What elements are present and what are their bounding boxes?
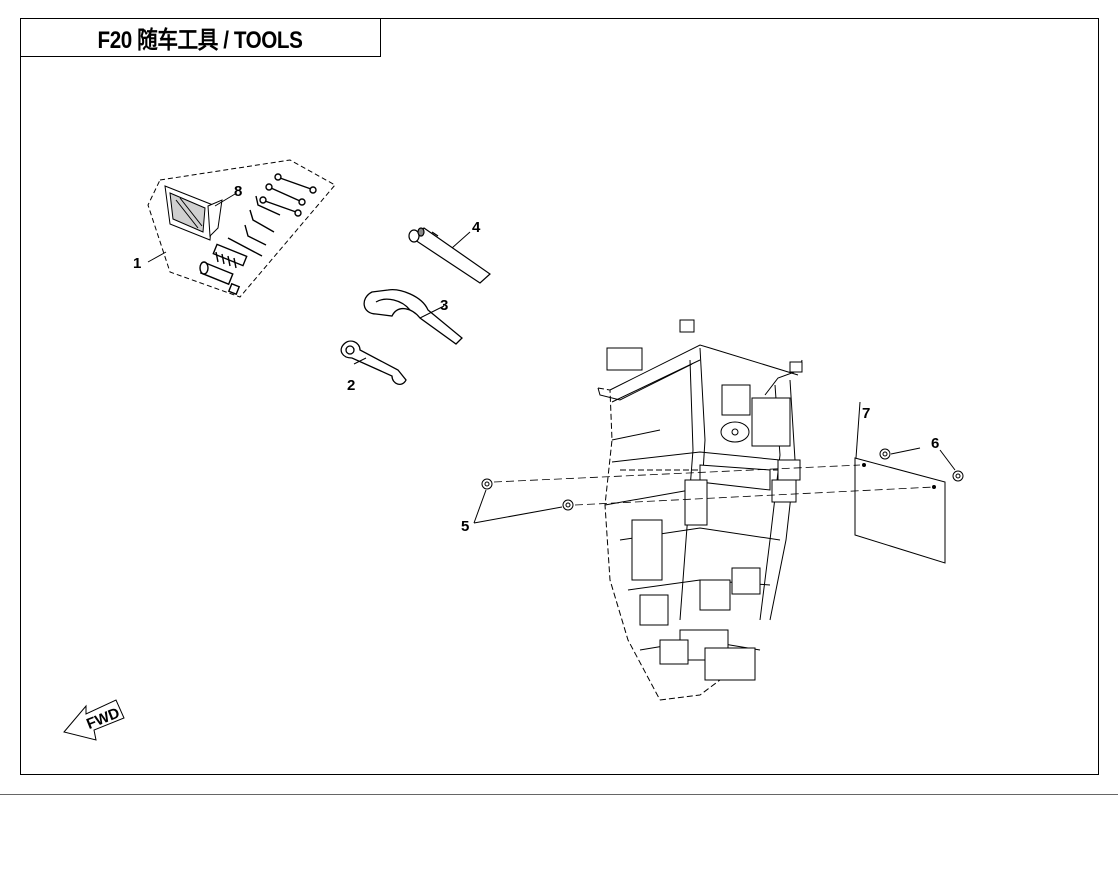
assembly-lines	[493, 464, 935, 506]
screwdriver-bits	[199, 237, 263, 296]
tool-kit-group	[147, 159, 336, 298]
tool-cover-panel	[854, 401, 946, 564]
fwd-label: FWD	[84, 704, 122, 733]
callout-8: 8	[234, 183, 242, 200]
callout-1: 1	[133, 255, 141, 272]
vehicle-frame	[597, 319, 803, 701]
bolts	[879, 447, 964, 482]
open-end-wrench-set	[259, 173, 317, 217]
callout-6: 6	[931, 435, 939, 452]
hex-key-set	[244, 195, 281, 246]
drawing-frame	[20, 18, 1099, 775]
page-title: F20 随车工具 / TOOLS	[97, 26, 303, 54]
forward-arrow-icon: FWD	[63, 699, 125, 741]
callout-labels: 1 2 3 4 5 6 7 8	[133, 183, 939, 535]
nuts	[473, 478, 574, 524]
callout-7: 7	[862, 405, 870, 422]
hook-spanner-wrench	[363, 289, 463, 345]
tool-kit-outline	[147, 159, 336, 298]
page-divider	[0, 794, 1118, 795]
tool-bag	[164, 185, 223, 241]
open-end-wrench	[340, 340, 407, 386]
callout-5: 5	[461, 518, 469, 535]
socket-bar	[408, 227, 491, 284]
callout-2: 2	[347, 377, 355, 394]
title-box: F20 随车工具 / TOOLS	[20, 18, 381, 57]
callout-3: 3	[440, 297, 448, 314]
callout-4: 4	[472, 219, 481, 236]
